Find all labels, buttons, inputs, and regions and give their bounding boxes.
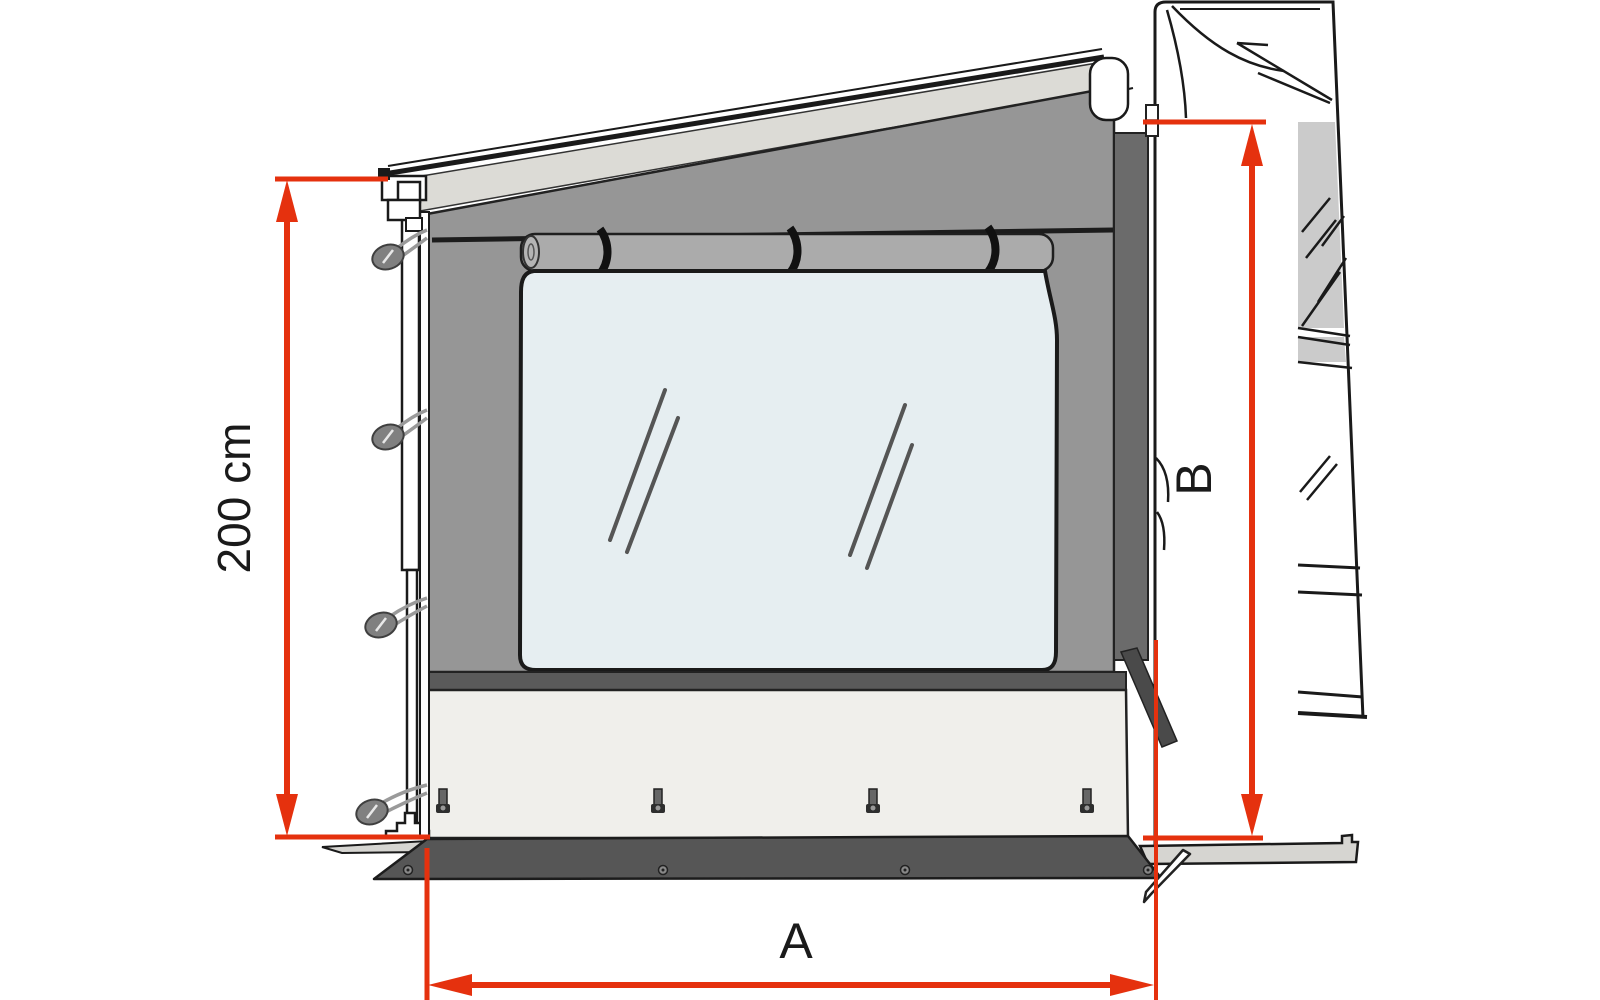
vehicle-window <box>1297 122 1353 370</box>
skirt-rivet <box>899 864 911 876</box>
toggle-fastener <box>371 408 429 451</box>
fastener-pin <box>1080 788 1094 813</box>
ground-skirt <box>372 834 1163 881</box>
toggle-fastener <box>355 783 428 826</box>
front-bracket <box>378 168 428 232</box>
rear-support-leg <box>1119 647 1178 748</box>
window-bottom-band <box>427 671 1127 691</box>
dimension-width-bottom: A <box>424 640 1158 1000</box>
side-panel <box>425 85 1159 840</box>
fabric-strap <box>984 224 1000 275</box>
dimension-label-height-right: B <box>1166 462 1222 495</box>
awning-case <box>1088 56 1130 122</box>
vehicle-body <box>1153 0 1368 845</box>
rolled-fabric <box>519 224 1055 277</box>
toggle-fastener <box>371 228 429 271</box>
skirt-rivet <box>402 864 414 876</box>
fastener-pin <box>866 788 880 813</box>
toggle-fastener <box>364 596 428 639</box>
panel-rear-strip <box>1113 132 1149 661</box>
window-reflections <box>608 388 914 570</box>
lower-panel <box>425 688 1130 840</box>
panel-leading-edge <box>419 211 430 839</box>
fastener-pin <box>651 788 665 813</box>
dimension-height-right: B <box>1143 119 1266 841</box>
skirt-rivet <box>657 864 669 876</box>
dimension-label-width-bottom: A <box>779 913 813 969</box>
dimension-label-height-left: 200 cm <box>208 423 260 574</box>
fastener-pin <box>436 788 450 813</box>
panel-window <box>517 269 1060 672</box>
ground-board-right <box>1138 833 1360 866</box>
skirt-rivet <box>1142 864 1154 876</box>
dimension-height-left: 200 cm <box>208 176 430 840</box>
